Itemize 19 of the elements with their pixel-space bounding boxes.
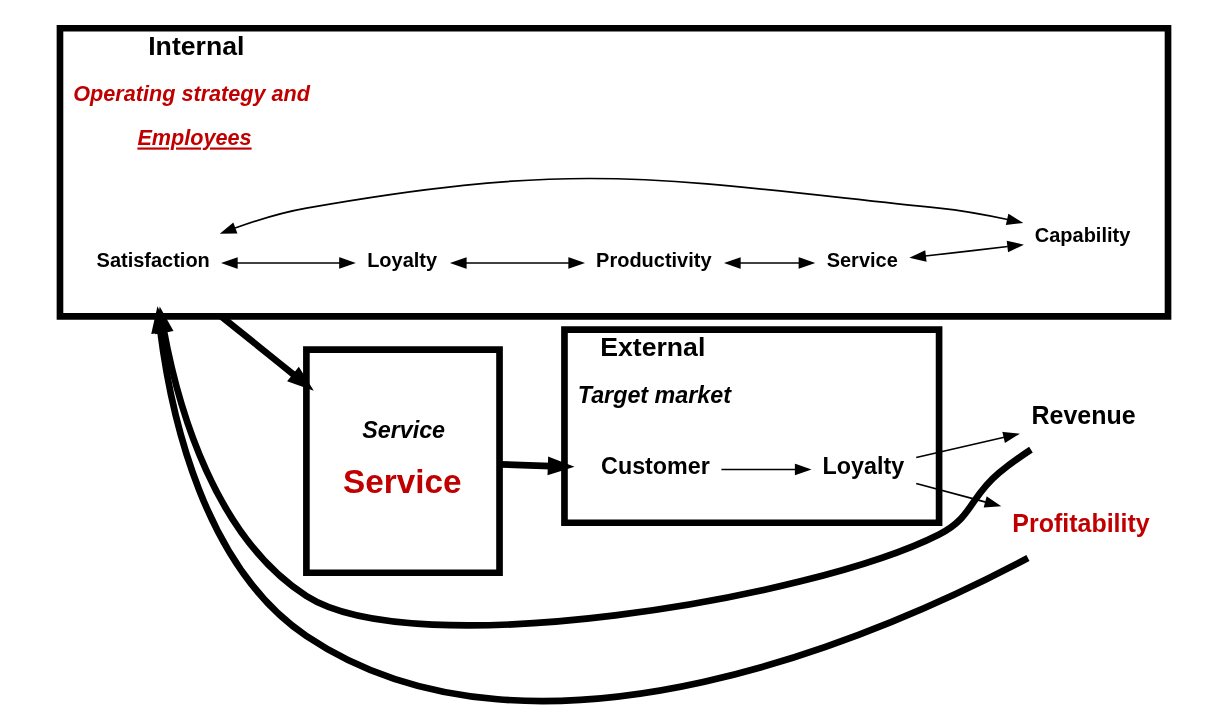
node-text: Service [826,248,898,271]
node-text: Loyalty [367,248,438,271]
arrow [909,240,1024,262]
arrow [449,257,585,269]
arrow [499,456,575,476]
arrow [915,482,1002,508]
arrow [915,431,1020,459]
node-text: Profitability [1012,508,1150,537]
node-box: Service Service [303,346,503,577]
arrow [720,463,812,476]
arrow [221,257,356,269]
node-text: Productivity [596,248,712,271]
node-text: Customer [601,452,710,479]
node-text: Loyalty [822,452,905,479]
node-text: Satisfaction [96,248,210,271]
node-text: Revenue [1031,400,1136,429]
arrow [219,177,1024,234]
node-text: Capability [1034,223,1131,246]
arrow [724,257,816,269]
